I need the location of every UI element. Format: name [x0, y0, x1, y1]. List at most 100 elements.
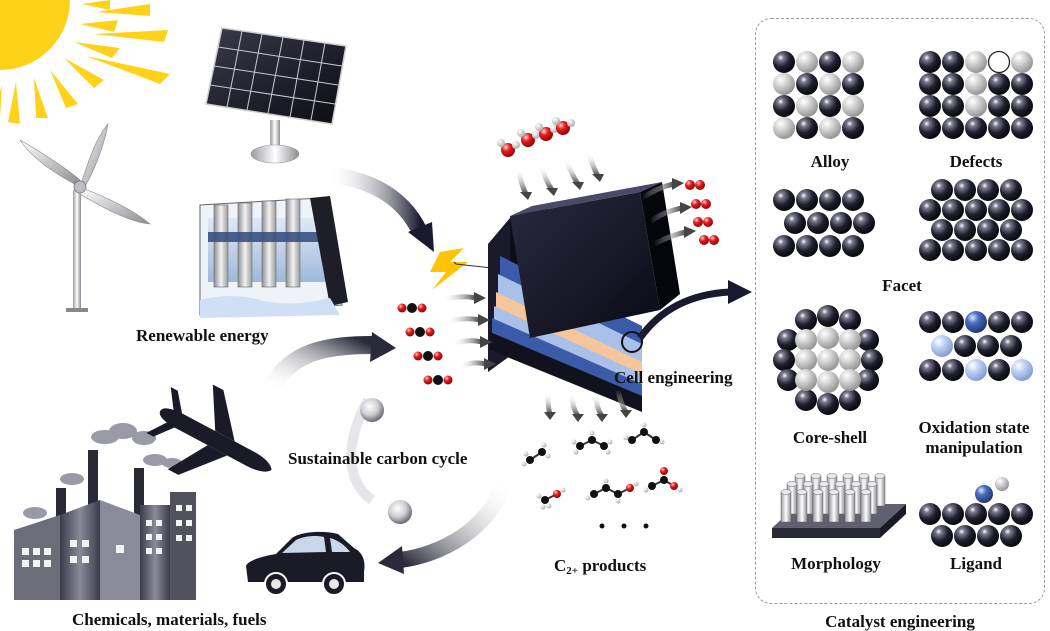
oxidation-state-lattice — [919, 311, 1033, 381]
facet-atom — [942, 199, 964, 221]
ligand-surface-atom — [919, 503, 941, 525]
co2-molecules — [397, 303, 453, 385]
core-atom — [839, 349, 861, 371]
airplane-icon — [146, 384, 272, 475]
facet-atom — [784, 212, 806, 234]
alloy-atom — [819, 73, 841, 95]
car-icon — [246, 531, 365, 596]
chemicals-materials-fuels-label: Chemicals, materials, fuels — [72, 610, 267, 629]
alloy-atom — [773, 95, 795, 117]
nanopillar-top — [826, 473, 838, 479]
facet-atom — [942, 239, 964, 261]
c2-products-main: C — [554, 556, 567, 575]
defect-atom — [965, 73, 987, 95]
ligand-atom — [995, 477, 1009, 491]
oxidation-state-label-2: manipulation — [925, 438, 1023, 457]
nanopillar-top — [802, 481, 814, 487]
carbon-cycle-arrows — [261, 332, 513, 574]
ligand-surface-atom — [1011, 503, 1033, 525]
defects-lattice — [919, 50, 1033, 139]
water-in-arrows — [515, 151, 604, 200]
defect-atom — [1011, 95, 1033, 117]
cell-engineering-label: Cell engineering — [614, 368, 733, 387]
defect-atom — [919, 51, 941, 73]
c2-products-sub: 2+ — [566, 565, 579, 577]
defect-atom — [965, 117, 987, 139]
core-atom — [817, 327, 839, 349]
alloy-atom — [842, 117, 864, 139]
shell-atom — [857, 369, 879, 391]
facet-atom — [842, 189, 864, 211]
energy-arrow — [325, 166, 434, 252]
oxidation-atom — [919, 311, 941, 333]
facet-atom — [842, 235, 864, 257]
oxidation-atom — [1000, 335, 1022, 357]
products-out-arrows — [544, 389, 632, 422]
ligand-surface-atom — [965, 503, 987, 525]
catalyst-engineering-label: Catalyst engineering — [825, 612, 975, 631]
hydro-dam-icon — [199, 196, 348, 318]
nanopillar-top — [810, 473, 822, 479]
nanopillar-top — [866, 481, 878, 487]
c2-products-label: C2+ products — [554, 556, 646, 581]
nanopillar-top — [794, 473, 806, 479]
sun-icon — [0, 0, 170, 124]
nanopillar-top — [834, 481, 846, 487]
alloy-atom — [796, 51, 818, 73]
nanopillar-top — [874, 473, 886, 479]
facet-atom — [977, 219, 999, 241]
oxidation-atom — [965, 359, 987, 381]
shell-atom — [777, 329, 799, 351]
co2-in-arrows — [441, 292, 496, 371]
cell-to-catalyst-arrow — [637, 280, 752, 341]
facet-atom — [819, 189, 841, 211]
oxidation-atom — [965, 311, 987, 333]
core-shell-cluster — [773, 305, 883, 415]
ligand-surface-atom — [954, 525, 976, 547]
facet-atom — [796, 235, 818, 257]
alloy-label: Alloy — [810, 152, 850, 171]
defect-atom — [965, 51, 987, 73]
facet-atom — [1000, 179, 1022, 201]
ligand-surface-atom — [1000, 525, 1022, 547]
oxygen-molecules — [685, 180, 719, 245]
sustainable-carbon-cycle-label: Sustainable carbon cycle — [288, 449, 468, 468]
core-atom — [795, 329, 817, 351]
defect-atom — [942, 117, 964, 139]
alloy-atom — [819, 95, 841, 117]
ligand-surface-atom — [931, 525, 953, 547]
facet-atom — [931, 179, 953, 201]
ligand-surface-atom — [977, 525, 999, 547]
facet-atom — [931, 219, 953, 241]
oxidation-atom — [1011, 311, 1033, 333]
facet-atom — [965, 199, 987, 221]
oxidation-atom — [954, 335, 976, 357]
defect-atom — [1011, 73, 1033, 95]
facet-lattice-a — [773, 189, 875, 257]
water-molecules — [497, 117, 575, 157]
alloy-atom — [842, 73, 864, 95]
alloy-atom — [773, 73, 795, 95]
defect-atom — [942, 95, 964, 117]
shell-atom — [817, 305, 839, 327]
facet-atom — [807, 212, 829, 234]
alloy-atom — [773, 117, 795, 139]
facet-atom — [954, 219, 976, 241]
nanopillar-top — [786, 481, 798, 487]
nanopillar-top — [858, 473, 870, 479]
defects-label: Defects — [949, 152, 1003, 171]
shell-atom — [773, 349, 795, 371]
facet-atom — [965, 239, 987, 261]
facet-label: Facet — [882, 276, 922, 295]
ligand-atom — [975, 485, 993, 503]
oxygen-out-arrows — [640, 178, 696, 247]
factory-icon — [14, 423, 196, 600]
facet-atom — [773, 189, 795, 211]
wind-turbine-icon — [19, 122, 151, 312]
core-atom — [817, 371, 839, 393]
facet-atom — [919, 239, 941, 261]
defect-atom — [942, 73, 964, 95]
defect-atom — [942, 51, 964, 73]
facet-atom — [919, 199, 941, 221]
